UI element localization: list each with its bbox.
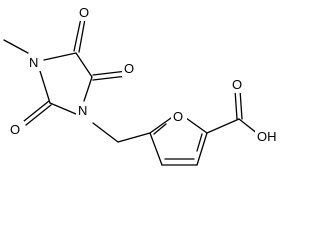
bond-c4-o-b xyxy=(92,75,128,81)
bond-o-c5f xyxy=(149,117,172,134)
bond-c2-o-a xyxy=(23,100,50,122)
molecule-diagram: N N O O O O O OH xyxy=(3,5,277,166)
bond-cooh-o-a xyxy=(234,89,238,120)
bond-c2-o-b xyxy=(25,104,52,126)
bond-c2f-o xyxy=(185,117,208,134)
bond-c5f-c4f xyxy=(149,132,163,166)
atom-o-c5: O xyxy=(79,5,89,20)
atom-oh-acid: OH xyxy=(257,129,277,144)
bond-ch2-c5f xyxy=(117,132,151,143)
bond-n1-c5 xyxy=(43,52,77,61)
bond-c5-o-a xyxy=(73,17,82,52)
atom-n-ring: N xyxy=(78,103,87,118)
bond-cooh-oh xyxy=(238,118,259,135)
bond-c2-n1 xyxy=(39,70,51,104)
bond-n3-ch2 xyxy=(92,122,119,143)
bond-c2f-inner-double xyxy=(196,133,203,152)
atom-o-c4: O xyxy=(124,61,134,76)
bond-n3-c2 xyxy=(49,102,77,115)
bond-c4-o-a xyxy=(92,70,128,76)
bond-cooh-o-b xyxy=(239,89,243,120)
atom-o-acid: O xyxy=(232,77,242,92)
atom-n-methyl: N xyxy=(29,55,38,70)
bond-c5f-inner-double xyxy=(153,123,167,135)
bond-c4-n3 xyxy=(83,76,93,102)
bond-c3f-c2f xyxy=(196,132,208,166)
bond-c5-o-b xyxy=(78,18,86,53)
molecule-svg: N N O O O O O OH xyxy=(3,5,277,166)
bond-c5-c4 xyxy=(75,52,93,78)
bond-methyl xyxy=(3,39,29,54)
atom-o-c2: O xyxy=(10,122,20,137)
bond-c2f-cooh xyxy=(206,118,240,134)
atom-o-furan: O xyxy=(173,109,183,124)
